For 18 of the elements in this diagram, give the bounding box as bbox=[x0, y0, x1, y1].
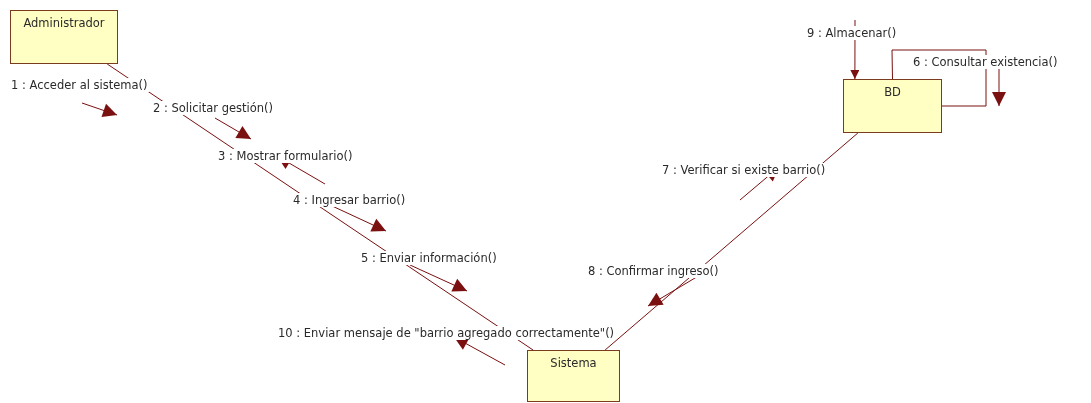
object-box bbox=[843, 79, 942, 133]
message-label: 5 : Enviar información() bbox=[360, 251, 498, 265]
message-label: 9 : Almacenar() bbox=[806, 26, 898, 40]
message-label: 6 : Consultar existencia() bbox=[912, 55, 1059, 69]
object-name: Administrador bbox=[23, 16, 105, 30]
self-link bbox=[891, 49, 987, 107]
message-label: 8 : Confirmar ingreso() bbox=[587, 264, 720, 278]
link-line bbox=[604, 132, 859, 351]
object-box bbox=[10, 10, 118, 64]
message-label: 2 : Solicitar gestión() bbox=[152, 101, 275, 115]
object-name: BD bbox=[884, 85, 901, 99]
message-label: 4 : Ingresar barrio() bbox=[292, 193, 407, 207]
message-label: 10 : Enviar mensaje de "barrio agregado correctamente"() bbox=[277, 326, 616, 340]
object-box bbox=[527, 350, 620, 402]
message-label: 7 : Verificar si existe barrio() bbox=[661, 163, 827, 177]
object-name: Sistema bbox=[550, 356, 597, 370]
message-label: 3 : Mostrar formulario() bbox=[217, 149, 354, 163]
message-label: 1 : Acceder al sistema() bbox=[10, 78, 149, 92]
